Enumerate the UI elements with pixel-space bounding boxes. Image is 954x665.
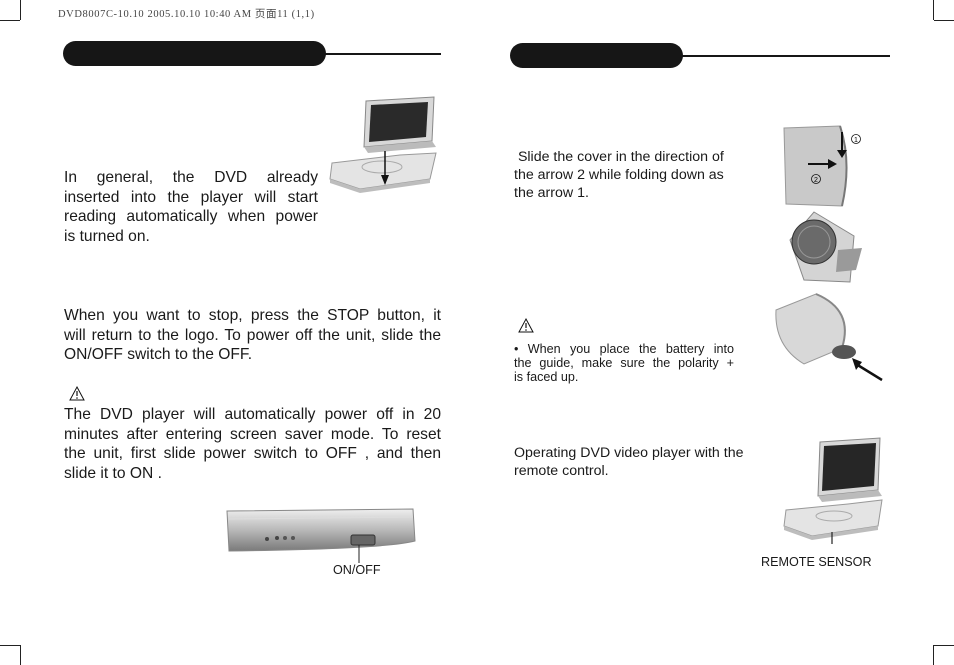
cover-line: the arrow 2 while folding down as [514, 167, 724, 183]
battery-line: the guide, make sure the polarity + [514, 356, 734, 370]
battery-note: • When you place the battery into the gu… [514, 342, 734, 384]
intro-line: reading automatically when power [64, 208, 318, 225]
intro-paragraph: In general, the DVD already inserted int… [64, 168, 318, 246]
warning-icon [518, 317, 534, 333]
cover-line: the arrow 1. [514, 185, 589, 201]
battery-cover-illustration: 1 2 [783, 125, 861, 207]
warning-paragraph: The DVD player will automatically power … [64, 405, 441, 483]
cover-instruction: Slide the cover in the direction of the … [514, 148, 754, 202]
warning-line: The DVD player will automatically power … [64, 406, 441, 423]
intro-line: is turned on. [64, 227, 150, 245]
warning-icon [69, 385, 85, 401]
stop-line: ON/OFF switch to the OFF. [64, 346, 253, 363]
arrow-label-2: 2 [814, 177, 818, 184]
remote-sensor-label: REMOTE SENSOR [761, 555, 872, 569]
remote-line: Operating DVD video player with the [514, 445, 744, 461]
battery-line: is faced up. [514, 370, 579, 384]
intro-line: inserted into the player will start [64, 188, 318, 206]
remote-instruction: Operating DVD video player with the remo… [514, 444, 766, 480]
battery-compartment-illustration [789, 211, 862, 283]
battery-line: • When you place the battery into [514, 342, 734, 356]
dvd-player-illustration [329, 96, 437, 193]
remote-line: remote control. [514, 463, 609, 479]
intro-line: In general, the DVD already [64, 169, 318, 186]
on-off-switch-illustration [226, 508, 416, 563]
stop-paragraph: When you want to stop, press the STOP bu… [64, 306, 441, 365]
cover-line: Slide the cover in the direction of [514, 149, 724, 165]
arrow-label-1: 1 [854, 137, 858, 144]
print-header: DVD8007C-10.10 2005.10.10 10:40 AM 页面11 … [58, 9, 315, 20]
warning-line: slide it to ON . [64, 464, 162, 482]
on-off-label: ON/OFF [333, 563, 381, 577]
warning-line: the unit, first slide power switch to OF… [64, 445, 441, 462]
remote-sensor-player-illustration [783, 437, 883, 544]
warning-line: minutes after entering screen saver mode… [64, 425, 441, 443]
stop-line: will return to the logo. To power off th… [64, 326, 441, 344]
battery-insert-illustration [775, 293, 883, 382]
stop-line: When you want to stop, press the STOP bu… [64, 307, 441, 324]
